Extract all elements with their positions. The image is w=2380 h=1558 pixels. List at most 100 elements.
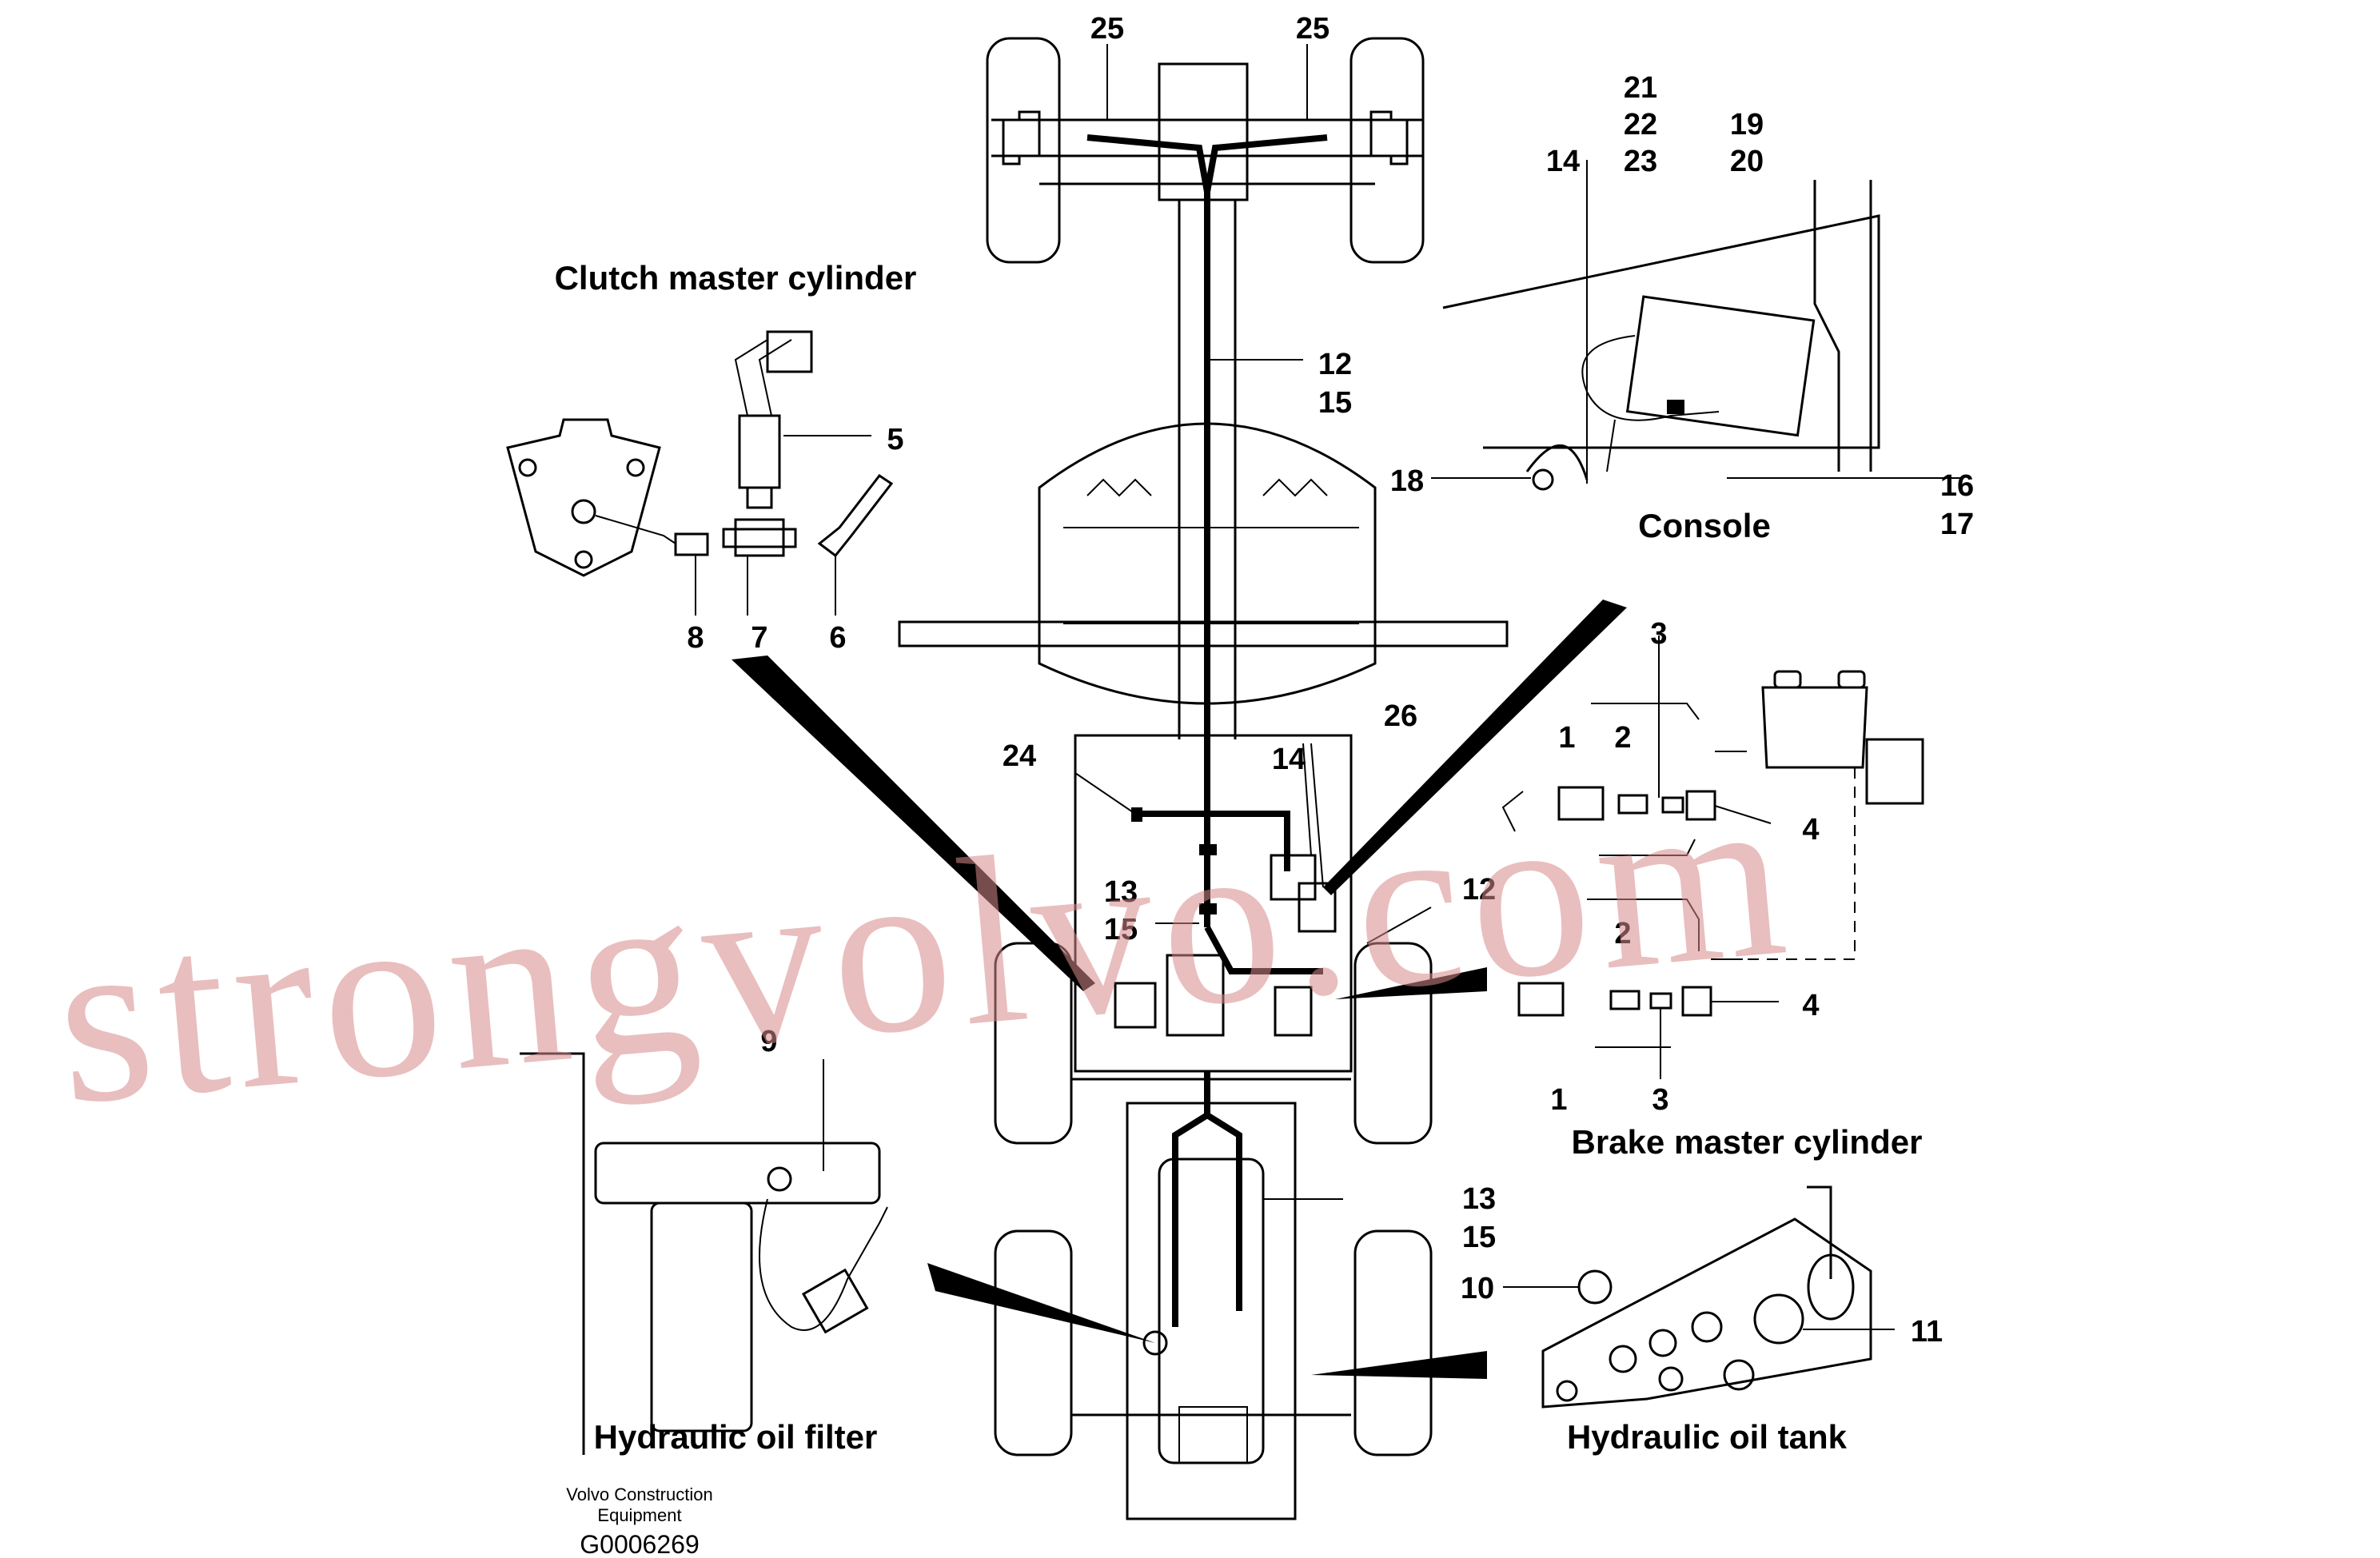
brake-leaders [1658,636,1779,1079]
tank-sight-window [1807,1253,1855,1321]
section-captions: Clutch master cylinder Console Brake mas… [555,259,1923,1456]
part-3-upper [1661,796,1684,814]
rear-tank-body [1158,1158,1265,1464]
wedge-tank [1311,1351,1487,1379]
front-frame-center [1158,62,1249,201]
callout-1-upper: 1 [1558,721,1575,755]
part-1-switch-lower [1517,982,1565,1017]
pointer-wedges [732,600,1627,1379]
console-wiring [1581,335,1720,472]
console-sensor-14 [1525,444,1589,480]
callout-15-rear: 15 [1462,1221,1496,1254]
callout-15-center: 15 [1104,913,1138,946]
callout-3-lower: 3 [1652,1083,1668,1117]
brake-detail [1501,636,1924,1079]
filter-bracket [520,1052,585,1455]
callout-1-lower: 1 [1550,1083,1567,1117]
callout-16: 16 [1940,469,1974,503]
console-detail [1431,160,1963,491]
watermark: strongvolvo.com [47,739,1803,1155]
callout-12-upper: 12 [1318,348,1352,381]
center-box [1074,734,1353,1073]
callout-2-upper: 2 [1614,721,1631,755]
part-6-elbow [817,473,894,558]
tank-body [1541,1217,1872,1409]
callout-13-center: 13 [1104,875,1138,909]
brake-pipes-lower [1587,899,1743,1048]
maker-line-1: Volvo Construction [566,1484,712,1504]
filter-detail [520,1052,888,1455]
clutch-hose [595,515,676,544]
tank-wall [1807,1185,1832,1279]
articulation-housing [1038,422,1377,705]
part-9-sensor [801,1268,869,1334]
console-leaders [1431,160,1963,484]
callout-3-upper: 3 [1650,617,1667,651]
part-2-upper [1617,794,1648,815]
brake-reservoir [1761,686,1868,769]
front-right-hub [1369,110,1409,165]
part-8-fitting [674,532,709,556]
callout-12-center: 12 [1462,873,1496,907]
callout-4-lower: 4 [1802,989,1819,1022]
wedge-filter [927,1263,1155,1343]
footer: Volvo Construction Equipment G0006269 [566,1484,712,1558]
callout-labels: 25 25 21 22 23 19 20 14 18 16 17 12 15 5… [687,12,1974,1349]
console-post [1813,180,1872,472]
part-5-switch [738,414,781,489]
clutch-detail [506,330,894,616]
callout-5: 5 [887,423,903,456]
tank-leaders [1503,1286,1895,1330]
part-11-fitting [1753,1293,1804,1345]
callout-24: 24 [1003,739,1036,773]
part-5-wires [734,339,792,416]
callout-20: 20 [1730,145,1764,178]
part-2-lower [1609,990,1640,1010]
part-7-tee [734,518,785,557]
part-1-switch-upper [1557,786,1605,821]
filter-canister [650,1201,753,1432]
clutch-leaders [695,435,871,616]
console-bolt-18 [1532,468,1554,491]
rear-tank-detail [1178,1406,1248,1463]
connector-13 [1199,844,1217,855]
part-10-plug [1577,1269,1613,1305]
front-right-tire [1349,37,1425,264]
callout-2-lower: 2 [1614,917,1631,950]
brake-dashed-link [1735,767,1856,960]
callout-23: 23 [1624,145,1657,178]
callout-8: 8 [687,621,704,655]
callout-11: 11 [1911,1315,1943,1349]
console-relay [1667,400,1684,414]
machine-chassis [898,37,1509,1520]
console-panel [1442,214,1880,449]
callout-4-upper: 4 [1802,813,1819,847]
caption-hydraulic-oil-tank: Hydraulic oil tank [1567,1418,1848,1456]
tank-sensor [1142,1330,1168,1356]
main-leaders [1074,44,1432,1200]
connector-24 [1131,807,1142,822]
figure-id: G0006269 [580,1530,699,1558]
clutch-cylinder-body [506,418,661,577]
callout-21: 21 [1624,71,1657,105]
callout-13-rear: 13 [1462,1182,1496,1216]
chassis-leader-lines [1074,44,1432,1200]
caption-console: Console [1638,507,1771,544]
front-left-tire [986,37,1061,264]
connector-15 [1199,903,1217,914]
mid-right-tire [1353,942,1433,1145]
filter-port [767,1166,792,1192]
rear-left-tire [994,1229,1073,1456]
rear-right-tire [1353,1229,1433,1456]
caption-hydraulic-oil-filter: Hydraulic oil filter [594,1418,878,1456]
part-7-tee-bar [722,528,797,548]
caption-clutch-master-cylinder: Clutch master cylinder [555,259,917,297]
rear-brake-lines [1172,1071,1242,1327]
callout-15-upper: 15 [1318,386,1352,420]
callout-22: 22 [1624,108,1657,141]
filter-head [594,1142,881,1205]
callout-9: 9 [760,1025,777,1058]
callout-14-center: 14 [1272,743,1306,776]
callout-25-right: 25 [1296,12,1330,46]
